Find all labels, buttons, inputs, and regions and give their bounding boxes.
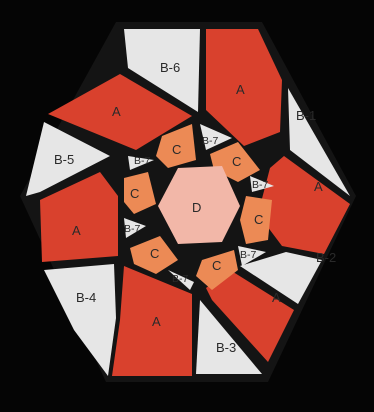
- label-b2: B-2: [316, 250, 336, 265]
- label-b7-lower-right: B-7: [240, 249, 257, 261]
- label-a-left: A: [72, 223, 81, 238]
- label-c-bottom-right: C: [212, 258, 221, 273]
- label-a-top-right: A: [236, 82, 245, 97]
- label-b7-top: B-7: [202, 135, 219, 147]
- label-b7-upper-left: B-7: [134, 155, 151, 167]
- label-a-bottom: A: [152, 314, 161, 329]
- label-a-bottom-right: A: [272, 290, 281, 305]
- label-b6: B-6: [160, 60, 180, 75]
- label-b3: B-3: [216, 340, 236, 355]
- label-b7-lower-left: B-7: [124, 223, 141, 235]
- label-b7-upper-right: B-7: [252, 179, 269, 191]
- label-c-top-right: C: [232, 154, 241, 169]
- label-c-left: C: [130, 186, 139, 201]
- label-c-top: C: [172, 142, 181, 157]
- label-a-right: A: [314, 179, 323, 194]
- label-b4: B-4: [76, 290, 96, 305]
- label-a-top-left: A: [112, 104, 121, 119]
- label-b1: B-1: [296, 108, 316, 123]
- label-c-bottom-left: C: [150, 246, 159, 261]
- label-b5: B-5: [54, 152, 74, 167]
- label-c-right: C: [254, 212, 263, 227]
- label-d: D: [192, 200, 201, 215]
- patch-b4: [44, 264, 116, 376]
- label-b7-bottom: B-7: [172, 273, 189, 285]
